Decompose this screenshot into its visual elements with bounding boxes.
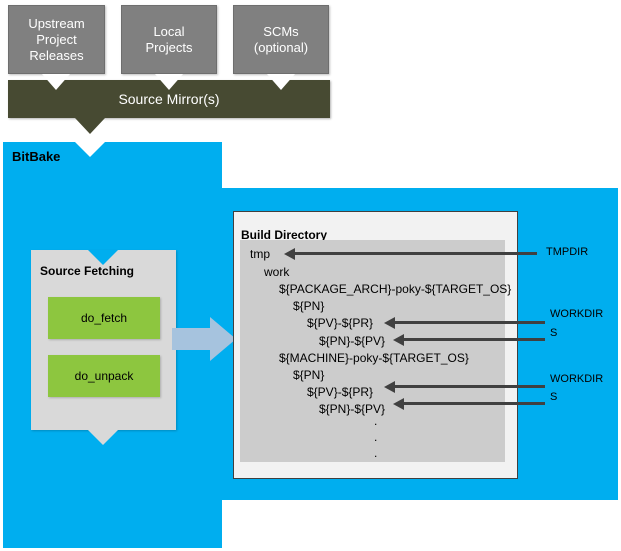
- chevron-down-icon: [155, 74, 183, 90]
- pointer-line-workdir-1: [393, 321, 545, 324]
- task-label: do_unpack: [74, 369, 134, 383]
- pointer-arrowhead-workdir-1: [384, 317, 395, 329]
- pointer-label-workdir-2: WORKDIR: [550, 373, 604, 385]
- source-box-line: Releases: [29, 47, 84, 63]
- tree-ellipsis-dot: .: [374, 414, 378, 428]
- source-box-local-projects: Local Projects: [121, 5, 217, 74]
- chevron-down-icon: [267, 74, 295, 90]
- tree-ellipsis-dot: .: [374, 430, 378, 444]
- task-label: do_fetch: [80, 311, 128, 325]
- tree-item-pn-pv: ${PN}-${PV}: [319, 334, 386, 348]
- source-mirrors-label: Source Mirror(s): [118, 91, 220, 107]
- bitbake-label: BitBake: [12, 149, 61, 164]
- tree-item-tmp: tmp: [250, 247, 271, 261]
- source-box-scms-optional: SCMs (optional): [233, 5, 329, 74]
- source-box-line: SCMs: [263, 23, 299, 39]
- source-box-line: Local: [153, 23, 185, 39]
- source-box-line: Upstream: [28, 15, 85, 31]
- tree-item-pn-2: ${PN}: [293, 368, 325, 382]
- source-fetching-panel: [31, 250, 176, 430]
- panel-down-arrow-icon: [88, 430, 118, 445]
- tree-ellipsis-dot: .: [374, 446, 378, 460]
- tree-item-pn: ${PN}: [293, 299, 325, 313]
- tree-item-work: work: [264, 265, 290, 279]
- pointer-arrowhead-s-1: [393, 334, 404, 346]
- tree-item-package-arch: ${PACKAGE_ARCH}-poky-${TARGET_OS}: [279, 282, 512, 296]
- pointer-label-tmpdir: TMPDIR: [546, 246, 589, 258]
- task-box-do-fetch: do_fetch: [48, 297, 160, 339]
- pointer-line-s-2: [402, 402, 545, 405]
- pointer-label-s-1: S: [550, 327, 558, 339]
- build-directory-tree-panel: [240, 240, 505, 462]
- source-box-upstream-project-releases: Upstream Project Releases: [8, 5, 105, 74]
- pointer-arrowhead-workdir-2: [384, 381, 395, 393]
- tree-item-pn-pv-2: ${PN}-${PV}: [319, 402, 386, 416]
- tree-item-pv-pr: ${PV}-${PR}: [307, 316, 374, 330]
- pointer-label-s-2: S: [550, 391, 558, 403]
- source-box-line: (optional): [253, 39, 309, 55]
- flow-arrow-head-icon: [210, 317, 236, 361]
- source-box-line: Projects: [145, 39, 193, 55]
- pointer-label-workdir-1: WORKDIR: [550, 308, 604, 320]
- pointer-arrowhead-tmpdir: [284, 248, 295, 260]
- pointer-line-workdir-2: [393, 385, 545, 388]
- task-box-do-unpack: do_unpack: [48, 355, 160, 397]
- tree-item-machine: ${MACHINE}-poky-${TARGET_OS}: [279, 351, 469, 365]
- blue-region-notch-icon: [75, 142, 105, 157]
- source-fetching-title: Source Fetching: [40, 264, 135, 278]
- build-directory-title: Build Directory: [241, 228, 328, 242]
- chevron-down-icon: [75, 118, 105, 134]
- pointer-line-s-1: [402, 338, 545, 341]
- pointer-arrowhead-s-2: [393, 398, 404, 410]
- source-box-line: Project: [36, 31, 77, 47]
- flow-arrow-stem: [172, 328, 210, 350]
- pointer-line-tmpdir: [293, 252, 537, 255]
- chevron-down-icon: [42, 74, 70, 90]
- tree-item-pv-pr-2: ${PV}-${PR}: [307, 385, 374, 399]
- panel-notch-icon: [88, 250, 118, 265]
